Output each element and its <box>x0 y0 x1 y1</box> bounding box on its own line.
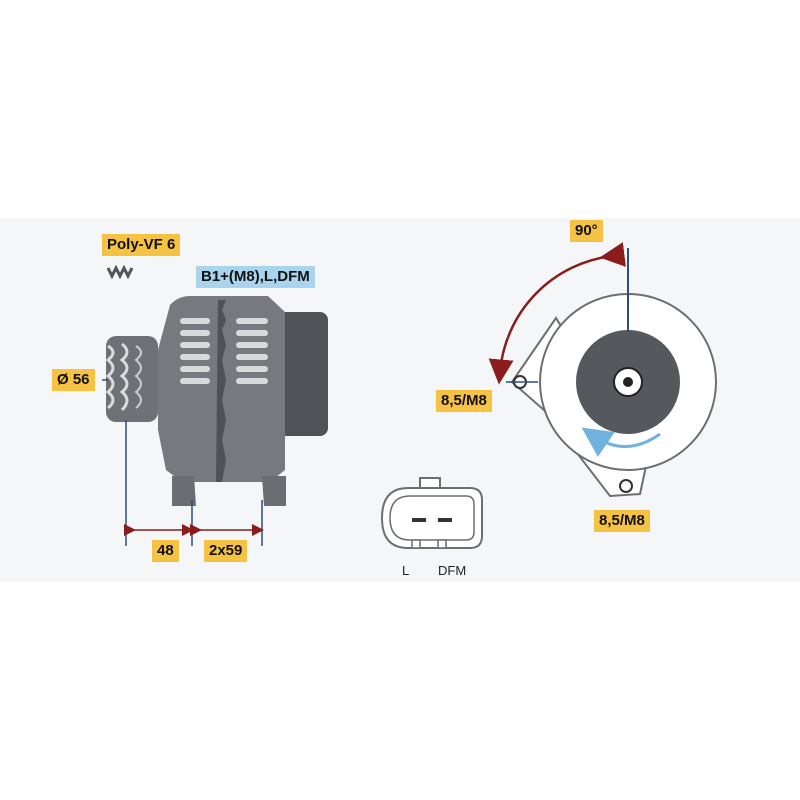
dimension-lines <box>102 379 264 546</box>
alternator-front-view-icon <box>488 242 717 498</box>
connector-dfm-label: DFM <box>438 563 467 578</box>
alternator-housing-icon <box>158 296 328 506</box>
dimension-48-label: 48 <box>152 540 179 562</box>
connector-l-label: L <box>402 563 410 578</box>
plug-connector-icon <box>380 477 483 549</box>
angle-label: 90° <box>570 220 603 242</box>
dimension-2x59-label: 2x59 <box>204 540 248 562</box>
belt-profile-icon <box>106 264 134 280</box>
belt-type-label: Poly-VF 6 <box>102 234 181 256</box>
terminal-label: B1+(M8),L,DFM <box>196 266 315 288</box>
pulley-diameter-label: Ø 56 <box>52 369 95 391</box>
mount-bottom-label: 8,5/M8 <box>594 510 650 532</box>
mount-left-label: 8,5/M8 <box>436 390 492 412</box>
pulley-icon <box>105 336 158 422</box>
